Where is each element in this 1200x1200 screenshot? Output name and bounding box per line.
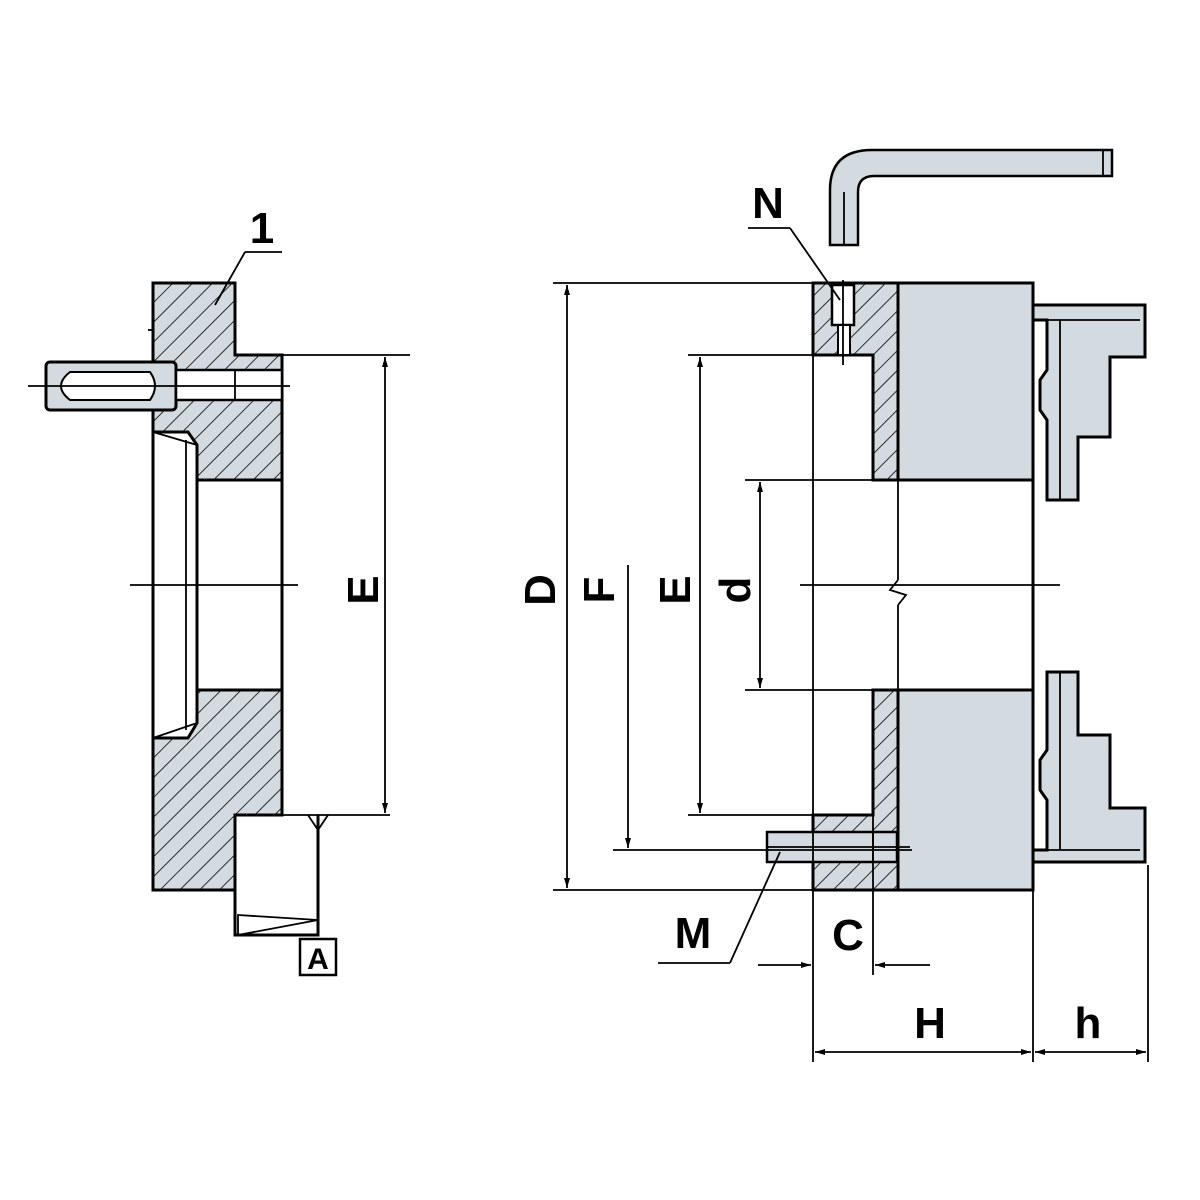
label-N: N — [752, 179, 784, 228]
chuck-body-lower — [896, 688, 1035, 892]
chuck-body-upper — [896, 281, 1035, 482]
label-h: h — [1075, 999, 1102, 1048]
label-d: d — [711, 577, 760, 604]
leader-M — [729, 851, 781, 964]
leader-N — [789, 227, 841, 301]
jaw-lower — [1031, 670, 1147, 864]
jaw-upper — [1031, 303, 1147, 502]
label-E-right: E — [651, 575, 700, 604]
datum-box — [298, 937, 338, 977]
adapter-plate-section-view: E 1 A — [28, 204, 410, 977]
mounting-bolt — [28, 360, 290, 412]
part-leader — [214, 251, 246, 306]
label-F: F — [575, 577, 624, 604]
chuck-side-view: N M D F — [516, 148, 1149, 1062]
label-H: H — [914, 999, 946, 1048]
datum-label: A — [307, 943, 329, 976]
adapter-lower-section — [151, 688, 284, 892]
label-D: D — [516, 574, 565, 606]
label-E-left: E — [339, 575, 388, 604]
label-C: C — [832, 911, 864, 960]
hex-key-icon — [828, 148, 1114, 247]
back-plate-upper — [811, 281, 900, 482]
part-number-label: 1 — [250, 204, 274, 253]
mounting-bolt-M — [765, 830, 910, 864]
label-M: M — [675, 909, 712, 958]
